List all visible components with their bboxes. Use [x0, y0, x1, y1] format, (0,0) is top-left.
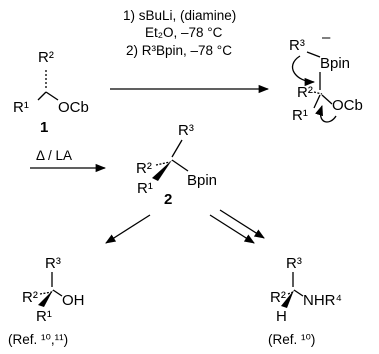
amine-nhr4: NHR⁴	[303, 292, 342, 309]
amine-h: H	[276, 308, 287, 325]
amine-product: R³ R² NHR⁴ H (Ref. ¹⁰)	[268, 255, 342, 347]
condition-step-2: 2) R³Bpin, –78 °C	[126, 43, 232, 58]
compound-2-number: 2	[164, 191, 172, 208]
condition-step-1: 1) sBuLi, (diamine)	[123, 8, 236, 23]
compound-1-number: 1	[40, 119, 48, 136]
complex-charge: –	[322, 29, 331, 46]
compound-1-bond-o	[45, 91, 59, 101]
condition-solvent-temp: Et₂O, –78 °C	[145, 25, 223, 40]
boronate-complex: R³ – Bpin R² OCb R¹	[289, 29, 363, 124]
complex-bond-r3-b	[306, 51, 321, 58]
alcohol-r3: R³	[45, 255, 61, 272]
compound-2-bond-b	[171, 159, 189, 172]
amine-r2: R²	[270, 289, 286, 306]
condition-delta-la: Δ / LA	[36, 148, 72, 163]
complex-bpin: Bpin	[320, 55, 350, 72]
compound-2-r1: R¹	[137, 180, 153, 197]
migration-arrow	[292, 55, 316, 87]
compound-1-r2: R²	[38, 49, 54, 66]
complex-bond-c-r1	[313, 94, 321, 109]
compound-2-r2: R²	[136, 160, 152, 177]
compound-1-bond-r1	[37, 91, 47, 101]
amine-wedge-bond	[281, 290, 294, 308]
double-arrow-to-amine	[209, 209, 265, 244]
alcohol-wedge-bond	[38, 290, 53, 307]
compound-1: R² R¹ OCb 1	[13, 49, 89, 136]
compound-2-r3: R³	[178, 122, 194, 139]
complex-r2: R²	[297, 84, 313, 101]
compound-2-bpin: Bpin	[187, 172, 217, 189]
alcohol-r1: R¹	[36, 308, 52, 325]
arrow-to-amine-1	[209, 214, 255, 244]
compound-2: R³ R² Bpin R¹ 2	[136, 122, 217, 208]
compound-2-bond-r3	[171, 139, 183, 158]
compound-1-r1: R¹	[13, 99, 29, 116]
amine-r3: R³	[286, 255, 302, 272]
compound-2-hashed-bond	[155, 161, 171, 166]
complex-ocb: OCb	[332, 97, 363, 114]
complex-bond-c-o	[321, 94, 333, 105]
complex-hashed-bond	[313, 91, 323, 95]
alcohol-r2: R²	[22, 289, 38, 306]
complex-r3: R³	[289, 37, 305, 54]
reaction-arrow-2: Δ / LA	[30, 148, 107, 173]
alcohol-product: R³ R² OH R¹ (Ref. ¹⁰,¹¹)	[8, 255, 85, 347]
arrow-to-alcohol	[105, 214, 151, 244]
alcohol-reference: (Ref. ¹⁰,¹¹)	[8, 332, 68, 347]
compound-2-wedge-bond	[152, 160, 172, 181]
amine-reference: (Ref. ¹⁰)	[268, 332, 315, 347]
leaving-arrow	[315, 105, 337, 123]
complex-r1: R¹	[292, 107, 308, 124]
arrow-to-amine-2	[219, 209, 265, 239]
compound-1-ocb: OCb	[58, 99, 89, 116]
amine-bond-n	[293, 289, 304, 297]
alcohol-oh: OH	[62, 292, 85, 309]
alcohol-bond-oh	[52, 289, 63, 297]
reaction-arrow-1: 1) sBuLi, (diamine) Et₂O, –78 °C 2) R³Bp…	[110, 8, 270, 94]
